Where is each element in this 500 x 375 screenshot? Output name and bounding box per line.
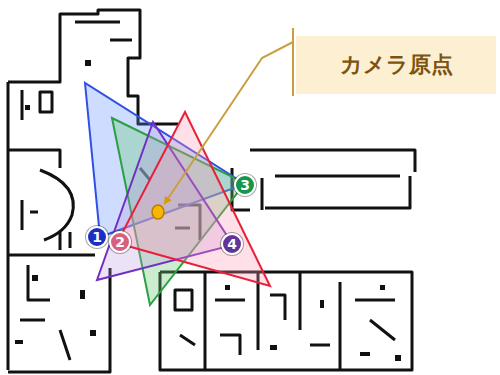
callout-number: 2: [109, 231, 131, 253]
leader-line: [165, 42, 293, 203]
callout-box: カメラ原点: [296, 36, 496, 94]
callout-label: カメラ原点: [340, 50, 453, 80]
number-text: 4: [227, 237, 237, 251]
view-triangle-red: [117, 112, 270, 286]
number-text: 2: [115, 235, 125, 249]
callout-number: 1: [86, 226, 108, 248]
callout-number: 4: [221, 233, 243, 255]
number-text: 3: [240, 178, 250, 192]
callout-bar: [292, 28, 294, 96]
floor-plan-clutter: [15, 60, 401, 361]
camera-origin-dot: [152, 205, 164, 219]
number-text: 1: [92, 230, 102, 244]
callout-number: 3: [234, 174, 256, 196]
